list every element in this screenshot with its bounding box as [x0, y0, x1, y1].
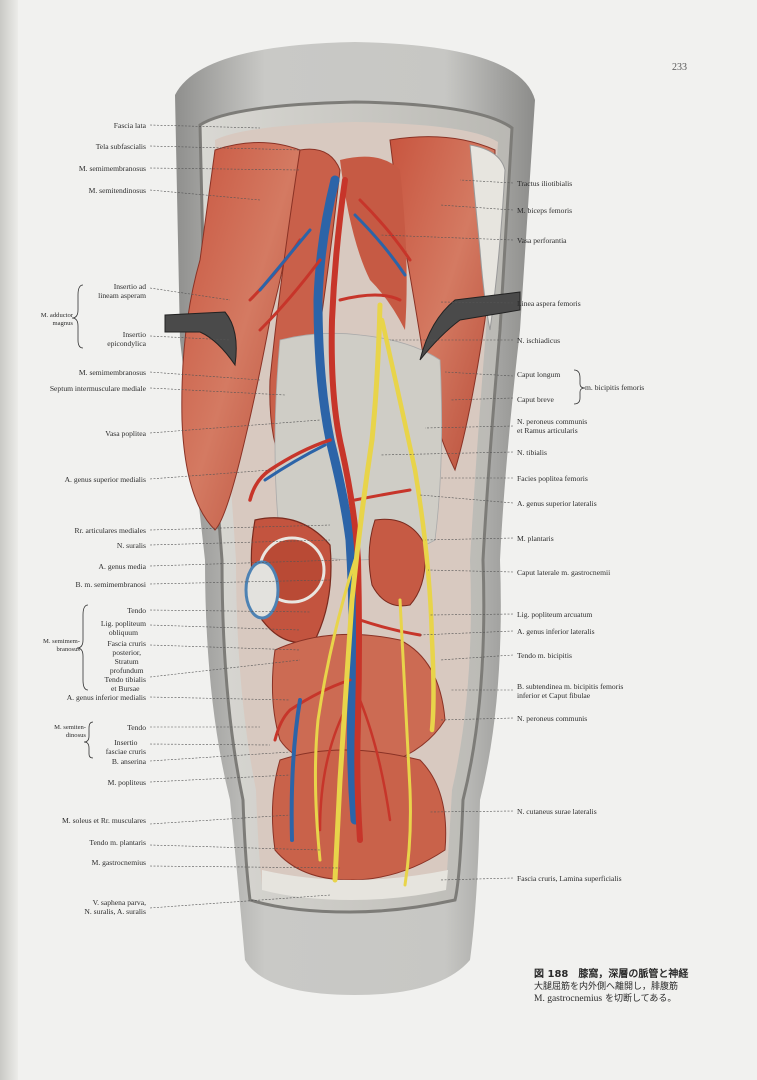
label-rr-articulares-mediales: Rr. articulares mediales: [74, 526, 146, 535]
a-genus-superior-lateralis-vessel: [353, 488, 412, 502]
label-m-biceps-femoris: M. biceps femoris: [517, 206, 573, 215]
label-m-semitendinosus: M. semitendinosus: [88, 186, 146, 195]
caption-latin-term: M. gastrocnemius: [534, 994, 603, 1004]
label-caput-longum: Caput longum: [517, 370, 561, 379]
label-b-anserina: B. anserina: [111, 757, 146, 766]
label-septum-intermusculare-mediale: Septum intermusculare mediale: [49, 384, 146, 393]
caption-line-2: M. gastrocnemius を切断してある。: [534, 993, 749, 1005]
v-saphena-parva-vessel: [289, 698, 302, 842]
caption-line-2-jp: を切断してある。: [602, 994, 677, 1004]
n-peroneus-communis-nerve: [379, 317, 436, 733]
arteria-poplitea: [328, 177, 363, 843]
m-gastrocnemius-lateral-head: [368, 518, 426, 607]
label-n-cutaneus-surae-lateralis: N. cutaneus surae lateralis: [517, 807, 597, 816]
label-a-genus-inferior-medialis: A. genus inferior medialis: [66, 693, 146, 702]
label-fascia-lata: Fascia lata: [113, 121, 146, 130]
label-n-suralis: N. suralis: [116, 541, 146, 550]
label-lig-popliteum-arcuatum: Lig. popliteum arcuatum: [517, 610, 593, 619]
n-suralis-nerve: [313, 558, 357, 862]
fascia-cruris-lower: [262, 870, 448, 900]
label-insertio-ad-lineam-asperam: Insertio ad lineam asperam: [98, 282, 146, 300]
label-vasa-poplitea: Vasa poplitea: [105, 429, 146, 438]
v-genus-superior-medialis-vessel: [263, 443, 327, 482]
right-retractor: [419, 291, 521, 361]
label-m-bicipitis-femoris: m. bicipitis femoris: [585, 383, 645, 392]
label-tendo-tibialis-et-bursae: Tendo tibialis et Bursae: [104, 675, 146, 693]
caption-title: 図 188 膝窩，深層の脈管と神経: [534, 969, 689, 980]
label-b-m-semimembranosi: B. m. semimembranosi: [75, 580, 146, 589]
label-caput-laterale-m-gastrocnemii: Caput laterale m. gastrocnemii: [517, 568, 611, 577]
label-vasa-perforantia: Vasa perforantia: [517, 236, 567, 245]
label-m-gastrocnemius: M. gastrocnemius: [91, 858, 146, 867]
label-m-popliteus: M. popliteus: [107, 778, 146, 787]
label-n-peroneus-communis: N. peroneus communis: [517, 714, 588, 723]
a-genus-superior-medialis-vessel: [248, 438, 332, 502]
m-adductor-muscle: [340, 156, 407, 330]
label-caput-breve: Caput breve: [517, 395, 554, 404]
label-tendo: Tendo: [127, 606, 146, 615]
perforating-veins: [258, 213, 407, 292]
label-n-ischiadicus: N. ischiadicus: [517, 336, 561, 345]
caption-line-1: 大腿屈筋を内外側へ離開し，腓腹筋: [534, 982, 679, 992]
figure-caption: 図 188 膝窩，深層の脈管と神経 大腿屈筋を内外側へ離開し，腓腹筋 M. ga…: [534, 968, 749, 1005]
label-tendo-2: Tendo: [127, 723, 146, 732]
label-tractus-iliotibialis: Tractus iliotibialis: [517, 179, 573, 188]
bursa-medial: [244, 560, 280, 620]
label-m-soleus-et-rr-musculares: M. soleus et Rr. musculares: [62, 816, 146, 825]
left-retractor: [164, 311, 237, 367]
label-tela-subfascialis: Tela subfascialis: [95, 142, 146, 151]
label-m-semimembranosus-2: M. semimembranosus: [78, 368, 146, 377]
label-tendo-m-plantaris: Tendo m. plantaris: [89, 838, 146, 847]
label-a-genus-media: A. genus media: [98, 562, 146, 571]
label-insertio-fasciae-cruris: Insertio fasciae cruris: [105, 738, 146, 756]
label-fascia-cruris-posterior: Fascia cruris posterior, Stratum profund…: [107, 639, 146, 675]
label-m-plantaris: M. plantaris: [517, 534, 554, 543]
tractus-iliotibialis-band: [469, 144, 506, 331]
n-ischiadicus-nerve: [369, 302, 383, 443]
label-n-peroneus-communis-et-ramus: N. peroneus communis et Ramus articulari…: [517, 417, 588, 435]
label-m-semimembranosus-brace: M. semimem- branosus: [43, 638, 80, 653]
n-tibialis-nerve: [332, 437, 375, 883]
page-number: 233: [672, 62, 687, 73]
sural-arteries: [318, 698, 392, 832]
label-m-adductor-magnus: M. adductor magnus: [40, 312, 73, 327]
label-a-genus-inferior-lateralis: A. genus inferior lateralis: [517, 627, 595, 636]
label-tendo-m-bicipitis: Tendo m. bicipitis: [517, 651, 572, 660]
label-fascia-cruris-lamina-superficialis: Fascia cruris, Lamina superficialis: [517, 874, 622, 883]
label-facies-poplitea-femoris: Facies poplitea femoris: [517, 474, 588, 483]
label-linea-aspera-femoris: Linea aspera femoris: [517, 299, 581, 308]
page-gutter-shadow: [0, 0, 18, 1080]
label-lig-popliteum-obliquum: Lig. popliteum obliquum: [100, 619, 146, 637]
vena-poplitea: [313, 175, 360, 825]
label-b-subtendinea: B. subtendinea m. bicipitis femoris infe…: [517, 682, 624, 700]
label-insertio-epicondylica: Insertio epicondylica: [107, 330, 146, 348]
m-biceps-femoris-muscle: [389, 136, 496, 472]
label-a-genus-superior-medialis: A. genus superior medialis: [64, 475, 146, 484]
n-cutaneus-surae-nerve: [398, 598, 412, 887]
a-genus-inferior-medialis-vessel: [273, 678, 352, 742]
label-a-genus-superior-lateralis: A. genus superior lateralis: [517, 499, 597, 508]
a-genus-inferior-lateralis-vessel: [358, 618, 422, 637]
label-m-semimembranosus: M. semimembranosus: [78, 164, 146, 173]
label-n-tibialis: N. tibialis: [517, 448, 547, 457]
label-v-saphena-parva: V. saphena parva, N. suralis, A. suralis: [84, 898, 146, 916]
label-m-semitendinosus-brace: M. semiten- dinosus: [54, 724, 86, 739]
